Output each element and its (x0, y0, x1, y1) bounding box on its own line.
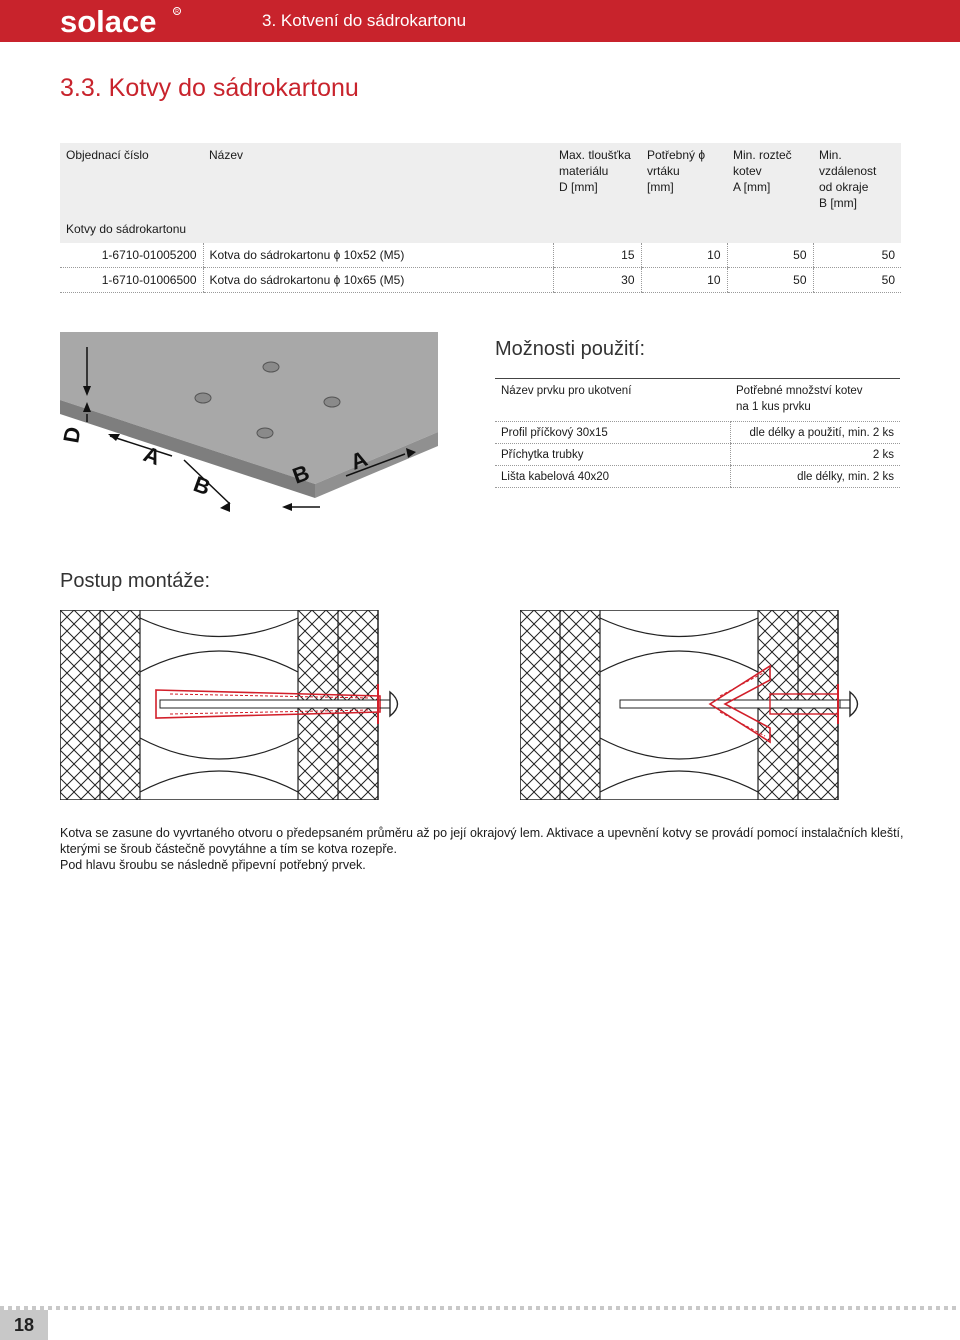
cell-spacing: 50 (726, 267, 813, 293)
footer-divider (0, 1306, 960, 1310)
anchor-inserted-diagram (60, 610, 399, 800)
usage-header-name: Název prvku pro ukotvení (495, 378, 730, 422)
table-row: 1-6710-01005200 Kotva do sádrokartonu ϕ … (60, 243, 901, 268)
header-thickness: Max. tloušťka materiálu D [mm] (559, 148, 631, 194)
anchor-expanded-diagram (520, 610, 859, 800)
usage-title: Možnosti použití: (495, 338, 646, 360)
group-label: Kotvy do sádrokartonu (60, 215, 901, 243)
header-code: Objednací číslo (66, 148, 149, 162)
cell-name: Kotva do sádrokartonu ϕ 10x65 (M5) (202, 267, 553, 293)
header-name: Název (209, 148, 244, 162)
page-number: 18 (0, 1310, 48, 1340)
assembly-description: Kotva se zasune do vyvrtaného otvoru o p… (60, 825, 905, 873)
cell-thickness: 30 (552, 267, 641, 293)
header-edge: Min. vzdálenost od okraje B [mm] (819, 148, 877, 210)
page-header: solace R 3. Kotvení do sádrokartonu (0, 0, 960, 42)
usage-cell-name: Lišta kabelová 40x20 (495, 465, 730, 488)
table-row: 1-6710-01006500 Kotva do sádrokartonu ϕ … (60, 267, 901, 293)
svg-text:solace: solace (60, 4, 157, 39)
cell-drill: 10 (640, 243, 727, 268)
cell-edge: 50 (812, 243, 901, 268)
svg-text:R: R (175, 9, 179, 15)
usage-cell-name: Příchytka trubky (495, 443, 730, 466)
page-title: 3.3. Kotvy do sádrokartonu (60, 74, 359, 102)
cell-drill: 10 (640, 267, 727, 293)
usage-header-row: Název prvku pro ukotvení Potřebné množst… (495, 378, 900, 422)
section-title: 3. Kotvení do sádrokartonu (262, 11, 467, 30)
description-paragraph: Kotva se zasune do vyvrtaného otvoru o p… (60, 826, 904, 856)
plasterboard-illustration: D A B B A (60, 332, 438, 512)
cell-edge: 50 (812, 267, 901, 293)
table-group-row: Kotvy do sádrokartonu (60, 215, 901, 243)
product-table: Objednací číslo Název Max. tloušťka mate… (60, 143, 901, 293)
cell-name: Kotva do sádrokartonu ϕ 10x52 (M5) (202, 243, 553, 268)
usage-cell-name: Profil příčkový 30x15 (495, 421, 730, 444)
usage-cell-qty: dle délky, min. 2 ks (729, 465, 900, 488)
usage-row: Lišta kabelová 40x20 dle délky, min. 2 k… (495, 465, 900, 488)
solace-logo: solace R (60, 4, 181, 39)
cell-code: 1-6710-01006500 (60, 267, 203, 293)
table-header-row: Objednací číslo Název Max. tloušťka mate… (60, 143, 901, 215)
cell-spacing: 50 (726, 243, 813, 268)
dimension-d-label: D (60, 425, 86, 445)
description-paragraph: Pod hlavu šroubu se následně připevní po… (60, 858, 366, 872)
dimension-a-label-left: A (140, 441, 164, 470)
usage-cell-qty: dle délky a použití, min. 2 ks (729, 421, 900, 444)
usage-header-qty: Potřebné množství kotev na 1 kus prvku (730, 378, 900, 422)
assembly-title: Postup montáže: (60, 570, 211, 592)
usage-cell-qty: 2 ks (729, 443, 900, 466)
cell-thickness: 15 (552, 243, 641, 268)
header-spacing: Min. rozteč kotev A [mm] (733, 148, 792, 194)
dimension-b-label-left: B (190, 471, 213, 500)
usage-row: Profil příčkový 30x15 dle délky a použit… (495, 421, 900, 444)
usage-row: Příchytka trubky 2 ks (495, 443, 900, 466)
cell-code: 1-6710-01005200 (60, 243, 203, 268)
header-drill: Potřebný ϕ vrtáku [mm] (647, 148, 706, 194)
usage-table: Název prvku pro ukotvení Potřebné množst… (495, 378, 900, 488)
